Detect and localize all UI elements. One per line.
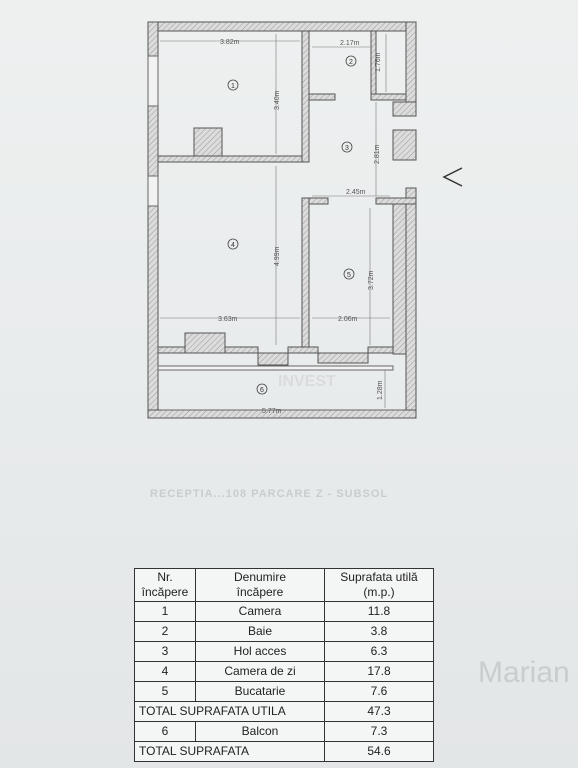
area-table: Nr. încăpere Denumire încăpere Suprafata… — [134, 568, 434, 762]
header-name: Denumire încăpere — [195, 568, 325, 602]
row-area: 3.8 — [324, 621, 434, 642]
room-number-2: 2 — [349, 59, 353, 66]
dim-room1-width: 3.82m — [220, 39, 240, 46]
row-nr: 2 — [134, 621, 196, 642]
row-name: Balcon — [195, 721, 325, 742]
entrance-arrow-icon — [442, 167, 463, 187]
bleed-heading: RECEPTIA...108 PARCARE Z - SUBSOL — [150, 488, 389, 500]
dim-hall-width: 2.45m — [346, 189, 366, 196]
table-header-row: Nr. încăpere Denumire încăpere Suprafata… — [134, 568, 434, 602]
windows — [147, 55, 394, 371]
row-area: 7.6 — [324, 681, 434, 702]
room-number-6: 6 — [260, 387, 264, 394]
table-row: 1 Camera 11.8 — [134, 601, 434, 622]
outer-walls — [147, 21, 417, 419]
dim-room4-width: 3.63m — [218, 316, 238, 323]
table-row: 3 Hol acces 6.3 — [134, 641, 434, 662]
total-util-label: TOTAL SUPRAFATA UTILA — [134, 701, 325, 722]
room-number-5: 5 — [347, 272, 351, 279]
dim-room4-height: 4.99m — [274, 246, 281, 266]
interior-walls — [157, 30, 417, 366]
row-nr: 5 — [134, 681, 196, 702]
row-name: Hol acces — [195, 641, 325, 662]
dim-room5-width: 2.06m — [338, 316, 358, 323]
row-area: 17.8 — [324, 661, 434, 682]
row-name: Camera — [195, 601, 325, 622]
floor-plan: 1 2 3 4 5 6 3.82m 2.17m 3.40m 1.76m 2.81… — [147, 21, 463, 419]
header-nr: Nr. încăpere — [134, 568, 196, 602]
total-label: TOTAL SUPRAFATA — [134, 741, 325, 762]
table-row: 5 Bucatarie 7.6 — [134, 681, 434, 702]
watermark: INVEST — [278, 373, 336, 390]
total-row: TOTAL SUPRAFATA 54.6 — [134, 741, 434, 762]
header-area: Suprafata utilă (m.p.) — [324, 568, 434, 602]
total-util-row: TOTAL SUPRAFATA UTILA 47.3 — [134, 701, 434, 722]
bleed-name: Marian — [478, 656, 570, 689]
dim-room2-width: 2.17m — [340, 40, 360, 47]
row-name: Baie — [195, 621, 325, 642]
row-area: 7.3 — [324, 721, 434, 742]
row-area: 6.3 — [324, 641, 434, 662]
row-nr: 6 — [134, 721, 196, 742]
dim-balcony-height: 1.28m — [377, 380, 384, 400]
total-util-value: 47.3 — [324, 701, 434, 722]
table-row: 4 Camera de zi 17.8 — [134, 661, 434, 682]
row-nr: 1 — [134, 601, 196, 622]
table-row: 2 Baie 3.8 — [134, 621, 434, 642]
dim-room1-height: 3.40m — [274, 90, 281, 110]
dim-hall-height: 2.81m — [374, 144, 381, 164]
dim-room2-height: 1.76m — [375, 52, 382, 72]
row-nr: 4 — [134, 661, 196, 682]
room-number-1: 1 — [231, 83, 235, 90]
row-nr: 3 — [134, 641, 196, 662]
room-number-3: 3 — [345, 145, 349, 152]
row-name: Bucatarie — [195, 681, 325, 702]
row-name: Camera de zi — [195, 661, 325, 682]
total-value: 54.6 — [324, 741, 434, 762]
dim-balcony-width: 5.77m — [262, 408, 282, 415]
room-number-4: 4 — [231, 242, 235, 249]
dim-room5-height: 3.72m — [368, 270, 375, 290]
row-area: 11.8 — [324, 601, 434, 622]
table-row: 6 Balcon 7.3 — [134, 721, 434, 742]
